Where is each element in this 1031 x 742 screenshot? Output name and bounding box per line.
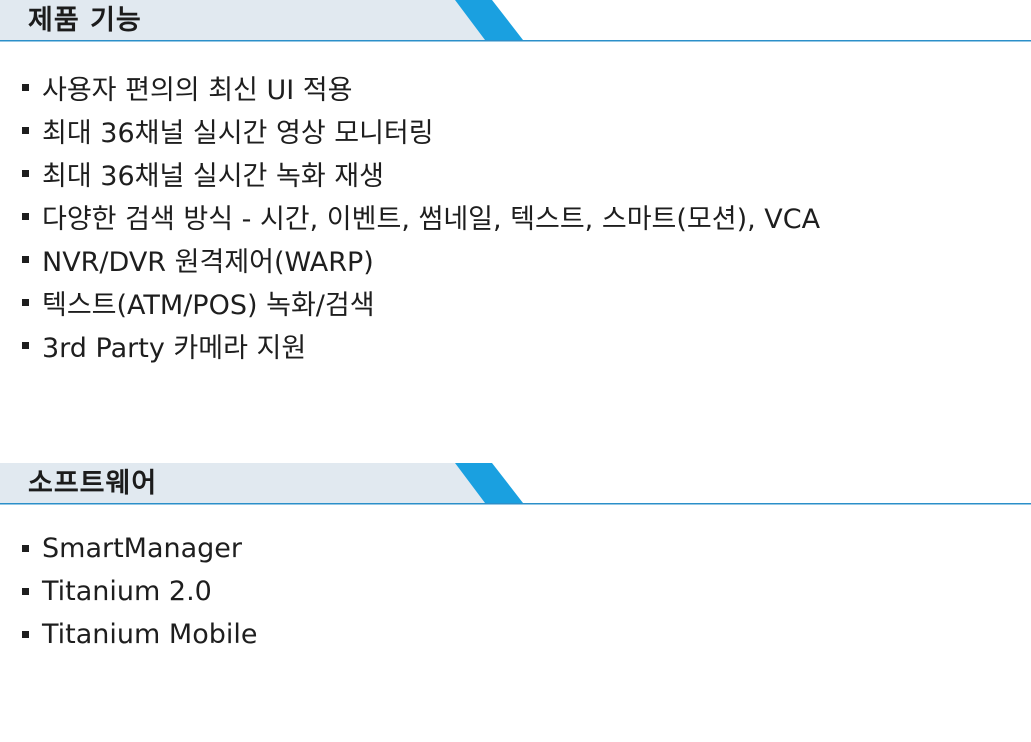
list-item-text: SmartManager — [42, 533, 243, 564]
features-header: 제품 기능 — [0, 0, 1031, 42]
list-item-text: 텍스트(ATM/POS) 녹화/검색 — [42, 290, 375, 321]
list-item-text: Titanium 2.0 — [42, 576, 212, 607]
section-title: 제품 기능 — [28, 5, 142, 36]
bullet-icon — [22, 256, 29, 263]
section-title: 소프트웨어 — [28, 468, 158, 499]
list-item-text: NVR/DVR 원격제어(WARP) — [42, 247, 374, 278]
header-decoration — [0, 0, 1031, 42]
software-list: SmartManager Titanium 2.0 Titanium Mobil… — [22, 527, 257, 656]
features-section: 제품 기능 사용자 편의의 최신 UI 적용 최대 36채널 실시간 영상 모니… — [0, 0, 1031, 364]
bullet-icon — [22, 213, 29, 220]
list-item: 텍스트(ATM/POS) 녹화/검색 — [22, 281, 820, 324]
list-item: Titanium Mobile — [22, 613, 257, 656]
list-item-text: 다양한 검색 방식 - 시간, 이벤트, 썸네일, 텍스트, 스마트(모션), … — [42, 204, 821, 235]
list-item-text: 최대 36채널 실시간 영상 모니터링 — [42, 118, 434, 149]
list-item-text: 최대 36채널 실시간 녹화 재생 — [42, 161, 384, 192]
bullet-icon — [22, 127, 29, 134]
list-item-text: Titanium Mobile — [42, 619, 258, 650]
bullet-icon — [22, 299, 29, 306]
feature-list: 사용자 편의의 최신 UI 적용 최대 36채널 실시간 영상 모니터링 최대 … — [22, 66, 820, 367]
bullet-icon — [22, 545, 29, 552]
bullet-icon — [22, 631, 29, 638]
list-item: 3rd Party 카메라 지원 — [22, 324, 820, 367]
list-item: 최대 36채널 실시간 녹화 재생 — [22, 152, 820, 195]
bullet-icon — [22, 342, 29, 349]
list-item: 사용자 편의의 최신 UI 적용 — [22, 66, 820, 109]
bullet-icon — [22, 170, 29, 177]
list-item: 최대 36채널 실시간 영상 모니터링 — [22, 109, 820, 152]
software-section: 소프트웨어 SmartManager Titanium 2.0 Titanium… — [0, 463, 1031, 650]
list-item: Titanium 2.0 — [22, 570, 257, 613]
list-item: 다양한 검색 방식 - 시간, 이벤트, 썸네일, 텍스트, 스마트(모션), … — [22, 195, 820, 238]
bullet-icon — [22, 84, 29, 91]
list-item: NVR/DVR 원격제어(WARP) — [22, 238, 820, 281]
header-decoration — [0, 463, 1031, 505]
bullet-icon — [22, 588, 29, 595]
list-item: SmartManager — [22, 527, 257, 570]
list-item-text: 사용자 편의의 최신 UI 적용 — [42, 75, 353, 106]
list-item-text: 3rd Party 카메라 지원 — [42, 333, 307, 364]
software-header: 소프트웨어 — [0, 463, 1031, 505]
